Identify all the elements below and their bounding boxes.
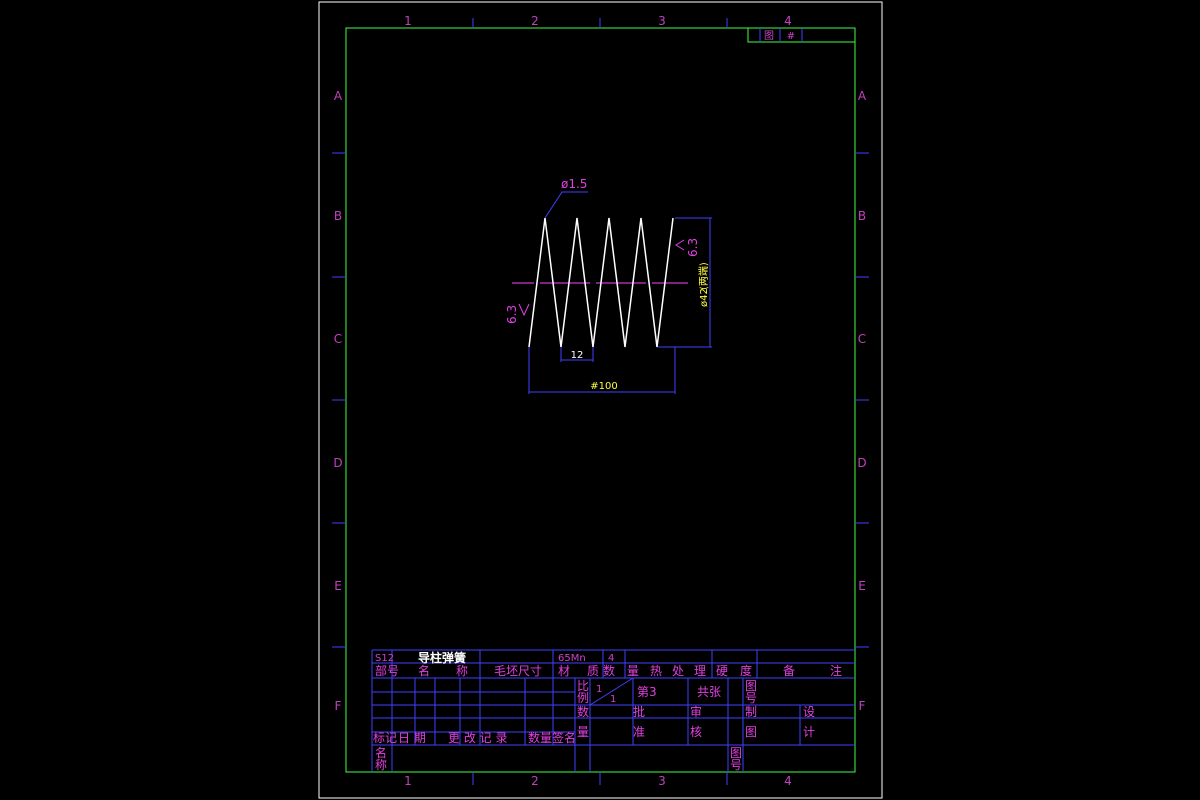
zone-row-b-right: B (858, 209, 866, 223)
design-label-2: 计 (803, 725, 815, 739)
figno-label-1: 图 (730, 746, 742, 760)
review-label-1: 审 (690, 704, 702, 719)
header-hard-2: 度 (740, 663, 752, 678)
part-name: 导柱弹簧 (418, 650, 466, 665)
name-label-2: 称 (375, 758, 387, 772)
header-name-1: 名 (418, 663, 430, 678)
roughness-left-label: 6.3 (505, 305, 519, 324)
header-material-1: 材 (558, 664, 570, 678)
approve-label-1: 批 (633, 704, 645, 719)
zone-col-3-bottom: 3 (658, 774, 666, 788)
zone-row-a-right: A (858, 89, 867, 103)
roughness-right-label: 6.3 (686, 238, 700, 257)
header-heat-2: 处 (672, 664, 684, 678)
drawing-no-label-1: 图 (745, 679, 757, 693)
drafter-label-1: 制 (745, 705, 757, 719)
free-length-dimension (528, 347, 676, 394)
zone-row-d-right: D (857, 456, 866, 470)
figno-label-2: 号 (730, 758, 742, 772)
roughness-symbol-left (518, 303, 530, 317)
header-part-no: 部号 (375, 663, 399, 678)
header-material-2: 质 (587, 664, 599, 678)
zone-col-4-top: 4 (784, 14, 792, 28)
header-blank-size: 毛坯尺寸 (494, 664, 542, 678)
scale-numerator: 1 (596, 684, 602, 695)
zone-col-2-bottom: 2 (531, 774, 539, 788)
free-length-label: #100 (590, 381, 617, 392)
zone-col-1-bottom: 1 (404, 774, 412, 788)
title-block: S12 导柱弹簧 65Mn 4 部号 名 称 毛坯尺寸 材 质 数 量 热 处 … (371, 649, 855, 772)
header-qty-2: 量 (627, 664, 639, 678)
qty-label-2: 量 (577, 725, 589, 739)
corner-label-1: 图 (764, 30, 774, 42)
header-heat-3: 理 (694, 664, 706, 678)
zone-row-e-right: E (858, 579, 866, 593)
design-label-1: 设 (803, 705, 815, 719)
qty-label-1: 数 (577, 704, 589, 719)
wire-dia-leader (544, 191, 588, 219)
drafter-label-2: 图 (745, 725, 757, 739)
sheet-number: 第3 (637, 685, 657, 699)
header-heat-1: 热 (650, 664, 662, 678)
rev-date-label: 日 期 (398, 731, 426, 745)
zone-col-2-top: 2 (531, 14, 539, 28)
zone-row-c-left: C (334, 332, 342, 346)
scale-label-1: 比 (577, 679, 589, 693)
zone-ticks (332, 18, 869, 785)
material-value: 65Mn (558, 653, 586, 664)
header-remark-2: 注 (830, 663, 842, 678)
corner-label-2: # (787, 31, 795, 42)
rev-marks-label: 标记 (373, 731, 397, 745)
header-qty-1: 数 (603, 663, 615, 678)
zone-row-e-left: E (334, 579, 342, 593)
header-hard-1: 硬 (716, 664, 728, 678)
zone-row-f-right: F (859, 699, 866, 713)
zone-row-f-left: F (335, 699, 342, 713)
pitch-label: 12 (571, 350, 584, 361)
zone-col-3-top: 3 (658, 14, 666, 28)
zone-row-a-left: A (334, 89, 343, 103)
zone-row-d-left: D (333, 456, 342, 470)
sheet-total: 共张 (697, 685, 721, 699)
quantity-value: 4 (608, 653, 614, 664)
drawing-no-label-2: 号 (745, 691, 757, 705)
roughness-symbol-right (675, 239, 685, 251)
outer-dia-label: ø42 (699, 288, 710, 307)
scale-label-2: 例 (577, 691, 589, 705)
outer-dia-note: (两端) (697, 262, 710, 290)
zone-col-4-bottom: 4 (784, 774, 792, 788)
outer-dia-dimension (658, 217, 712, 348)
rev-count-label: 数量 (528, 730, 552, 745)
header-remark-1: 备 (783, 664, 795, 678)
spring-coils (528, 217, 674, 348)
header-name-2: 称 (456, 664, 468, 678)
zone-row-c-right: C (858, 332, 866, 346)
pitch-dimension (560, 347, 594, 362)
corner-box: 图 # (747, 27, 856, 43)
rev-record-label: 更 改 记 录 (448, 731, 507, 745)
sheet-outer-border (318, 1, 883, 799)
rev-sign-label: 签名 (552, 730, 576, 745)
name-label-1: 名 (375, 745, 387, 760)
spring-view: ø1.5 ø42 (两端) 6.3 6.3 12 (505, 177, 712, 394)
wire-dia-label: ø1.5 (561, 177, 587, 191)
zone-col-1-top: 1 (404, 14, 412, 28)
part-number: S12 (375, 653, 394, 664)
review-label-2: 核 (690, 725, 702, 739)
approve-label-2: 准 (633, 725, 645, 739)
scale-denominator: 1 (610, 694, 616, 705)
zone-row-b-left: B (334, 209, 342, 223)
